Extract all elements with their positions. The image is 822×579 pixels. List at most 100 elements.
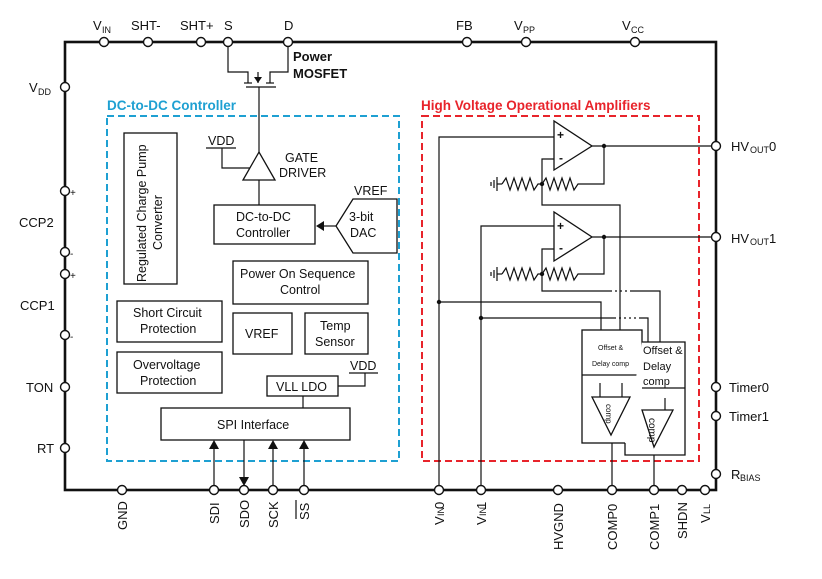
bottom-pin-comp0[interactable]: COMP0 <box>605 484 620 551</box>
svg-text:LL: LL <box>702 504 712 514</box>
svg-text:V: V <box>474 516 489 525</box>
right-pin-timer0[interactable]: Timer0 <box>710 380 769 395</box>
svg-text:Control: Control <box>280 283 320 297</box>
svg-text:CCP2: CCP2 <box>19 215 54 230</box>
bottom-pin-sdo[interactable]: SDO <box>237 484 252 529</box>
overvoltage-block: Overvoltage Protection <box>116 351 223 394</box>
svg-text:Offset &: Offset & <box>643 345 683 357</box>
svg-text:DD: DD <box>38 87 51 97</box>
short-circuit-block: Short Circuit Protection <box>116 300 223 343</box>
svg-text:-: - <box>70 249 73 260</box>
svg-text:SHDN: SHDN <box>675 502 690 539</box>
svg-text:Sensor: Sensor <box>315 335 355 349</box>
top-pin-s[interactable]: S <box>222 18 234 48</box>
svg-text:V: V <box>622 18 631 33</box>
gate-driver: VDD GATE DRIVER <box>206 134 326 205</box>
svg-text:IN: IN <box>478 507 488 516</box>
bottom-pin-comp1[interactable]: COMP1 <box>647 484 662 551</box>
bottom-pin-ss[interactable]: SS <box>295 484 312 521</box>
svg-text:-: - <box>70 332 73 343</box>
vref-block: VREF <box>232 312 293 355</box>
svg-text:DRIVER: DRIVER <box>279 166 326 180</box>
svg-text:+: + <box>557 128 564 142</box>
svg-text:comp: comp <box>604 404 613 424</box>
offset-delay-comp-1: Offset & Delay comp comp <box>624 341 686 486</box>
bottom-pin-gnd[interactable]: GND <box>115 484 130 531</box>
svg-text:HVGND: HVGND <box>551 503 566 550</box>
svg-text:1: 1 <box>769 231 776 246</box>
left-pin-rt[interactable]: RT <box>37 441 71 456</box>
svg-text:Timer0: Timer0 <box>729 380 769 395</box>
svg-text:CC: CC <box>631 25 644 35</box>
svg-text:Short Circuit: Short Circuit <box>133 306 202 320</box>
svg-text:Regulated Charge Pump: Regulated Charge Pump <box>135 144 149 282</box>
svg-text:V: V <box>514 18 523 33</box>
vll-ldo-block: VDD VLL LDO <box>266 359 378 408</box>
svg-text:IN: IN <box>102 25 111 35</box>
power-mosfet: Power MOSFET <box>227 46 347 152</box>
svg-text:CCP1: CCP1 <box>20 298 55 313</box>
svg-text:GATE: GATE <box>285 151 318 165</box>
hv-section-title: High Voltage Operational Amplifiers <box>421 98 651 113</box>
gate-vdd-label: VDD <box>208 134 234 148</box>
mosfet-label-line2: MOSFET <box>293 66 347 81</box>
svg-text:+: + <box>70 271 76 282</box>
svg-text:comp: comp <box>646 418 657 443</box>
top-pin-sht-minus[interactable]: SHT- <box>131 18 161 48</box>
dc-section-title: DC-to-DC Controller <box>107 98 237 113</box>
svg-text:OUT: OUT <box>750 237 770 247</box>
bottom-pin-vin1[interactable]: V IN 1 <box>474 484 489 526</box>
svg-text:COMP1: COMP1 <box>647 504 662 550</box>
hv-amplifier-section <box>421 115 700 462</box>
svg-text:SHT+: SHT+ <box>180 18 214 33</box>
svg-text:Protection: Protection <box>140 322 196 336</box>
svg-text:COMP0: COMP0 <box>605 504 620 550</box>
chip-outline <box>63 40 718 492</box>
svg-text:V: V <box>698 514 713 523</box>
temp-sensor-block: Temp Sensor <box>304 312 369 355</box>
svg-text:0: 0 <box>769 139 776 154</box>
mosfet-label-line1: Power <box>293 49 332 64</box>
bottom-pin-vin0[interactable]: V IN 0 <box>432 484 447 526</box>
svg-text:Converter: Converter <box>151 195 165 250</box>
top-pin-d[interactable]: D <box>282 18 294 48</box>
svg-text:V: V <box>29 80 38 95</box>
right-pin-timer1[interactable]: Timer1 <box>710 409 769 424</box>
bottom-pin-vll[interactable]: V LL <box>698 484 713 524</box>
svg-text:SHT-: SHT- <box>131 18 161 33</box>
svg-text:BIAS: BIAS <box>740 473 761 483</box>
svg-text:1: 1 <box>474 502 489 509</box>
top-pin-fb[interactable]: FB <box>456 18 473 48</box>
svg-text:Offset &: Offset & <box>598 345 623 352</box>
bottom-pin-hvgnd[interactable]: HVGND <box>551 484 566 551</box>
svg-text:-: - <box>559 151 563 165</box>
svg-text:DAC: DAC <box>350 226 376 240</box>
bottom-pin-shdn[interactable]: SHDN <box>675 484 690 540</box>
svg-text:RT: RT <box>37 441 54 456</box>
svg-text:S: S <box>224 18 233 33</box>
rbias-link <box>711 478 717 491</box>
ldo-vdd-label: VDD <box>350 359 376 373</box>
svg-text:SPI Interface: SPI Interface <box>217 418 289 432</box>
svg-text:HV: HV <box>731 139 749 154</box>
left-pin-ton[interactable]: TON <box>26 380 71 395</box>
svg-text:PP: PP <box>523 25 535 35</box>
svg-text:IN: IN <box>436 507 446 516</box>
bottom-pin-sck[interactable]: SCK <box>266 484 281 529</box>
dac-block: VREF 3-bit DAC <box>316 184 398 254</box>
svg-text:SCK: SCK <box>266 501 281 528</box>
left-pin-ccp1[interactable]: + CCP1 - <box>20 268 76 344</box>
svg-text:Overvoltage: Overvoltage <box>133 358 200 372</box>
svg-text:FB: FB <box>456 18 473 33</box>
top-pin-sht-plus[interactable]: SHT+ <box>180 18 214 48</box>
charge-pump-block: Regulated Charge Pump Converter <box>123 132 178 285</box>
left-pin-ccp2[interactable]: + CCP2 - <box>19 185 76 261</box>
svg-text:D: D <box>284 18 293 33</box>
